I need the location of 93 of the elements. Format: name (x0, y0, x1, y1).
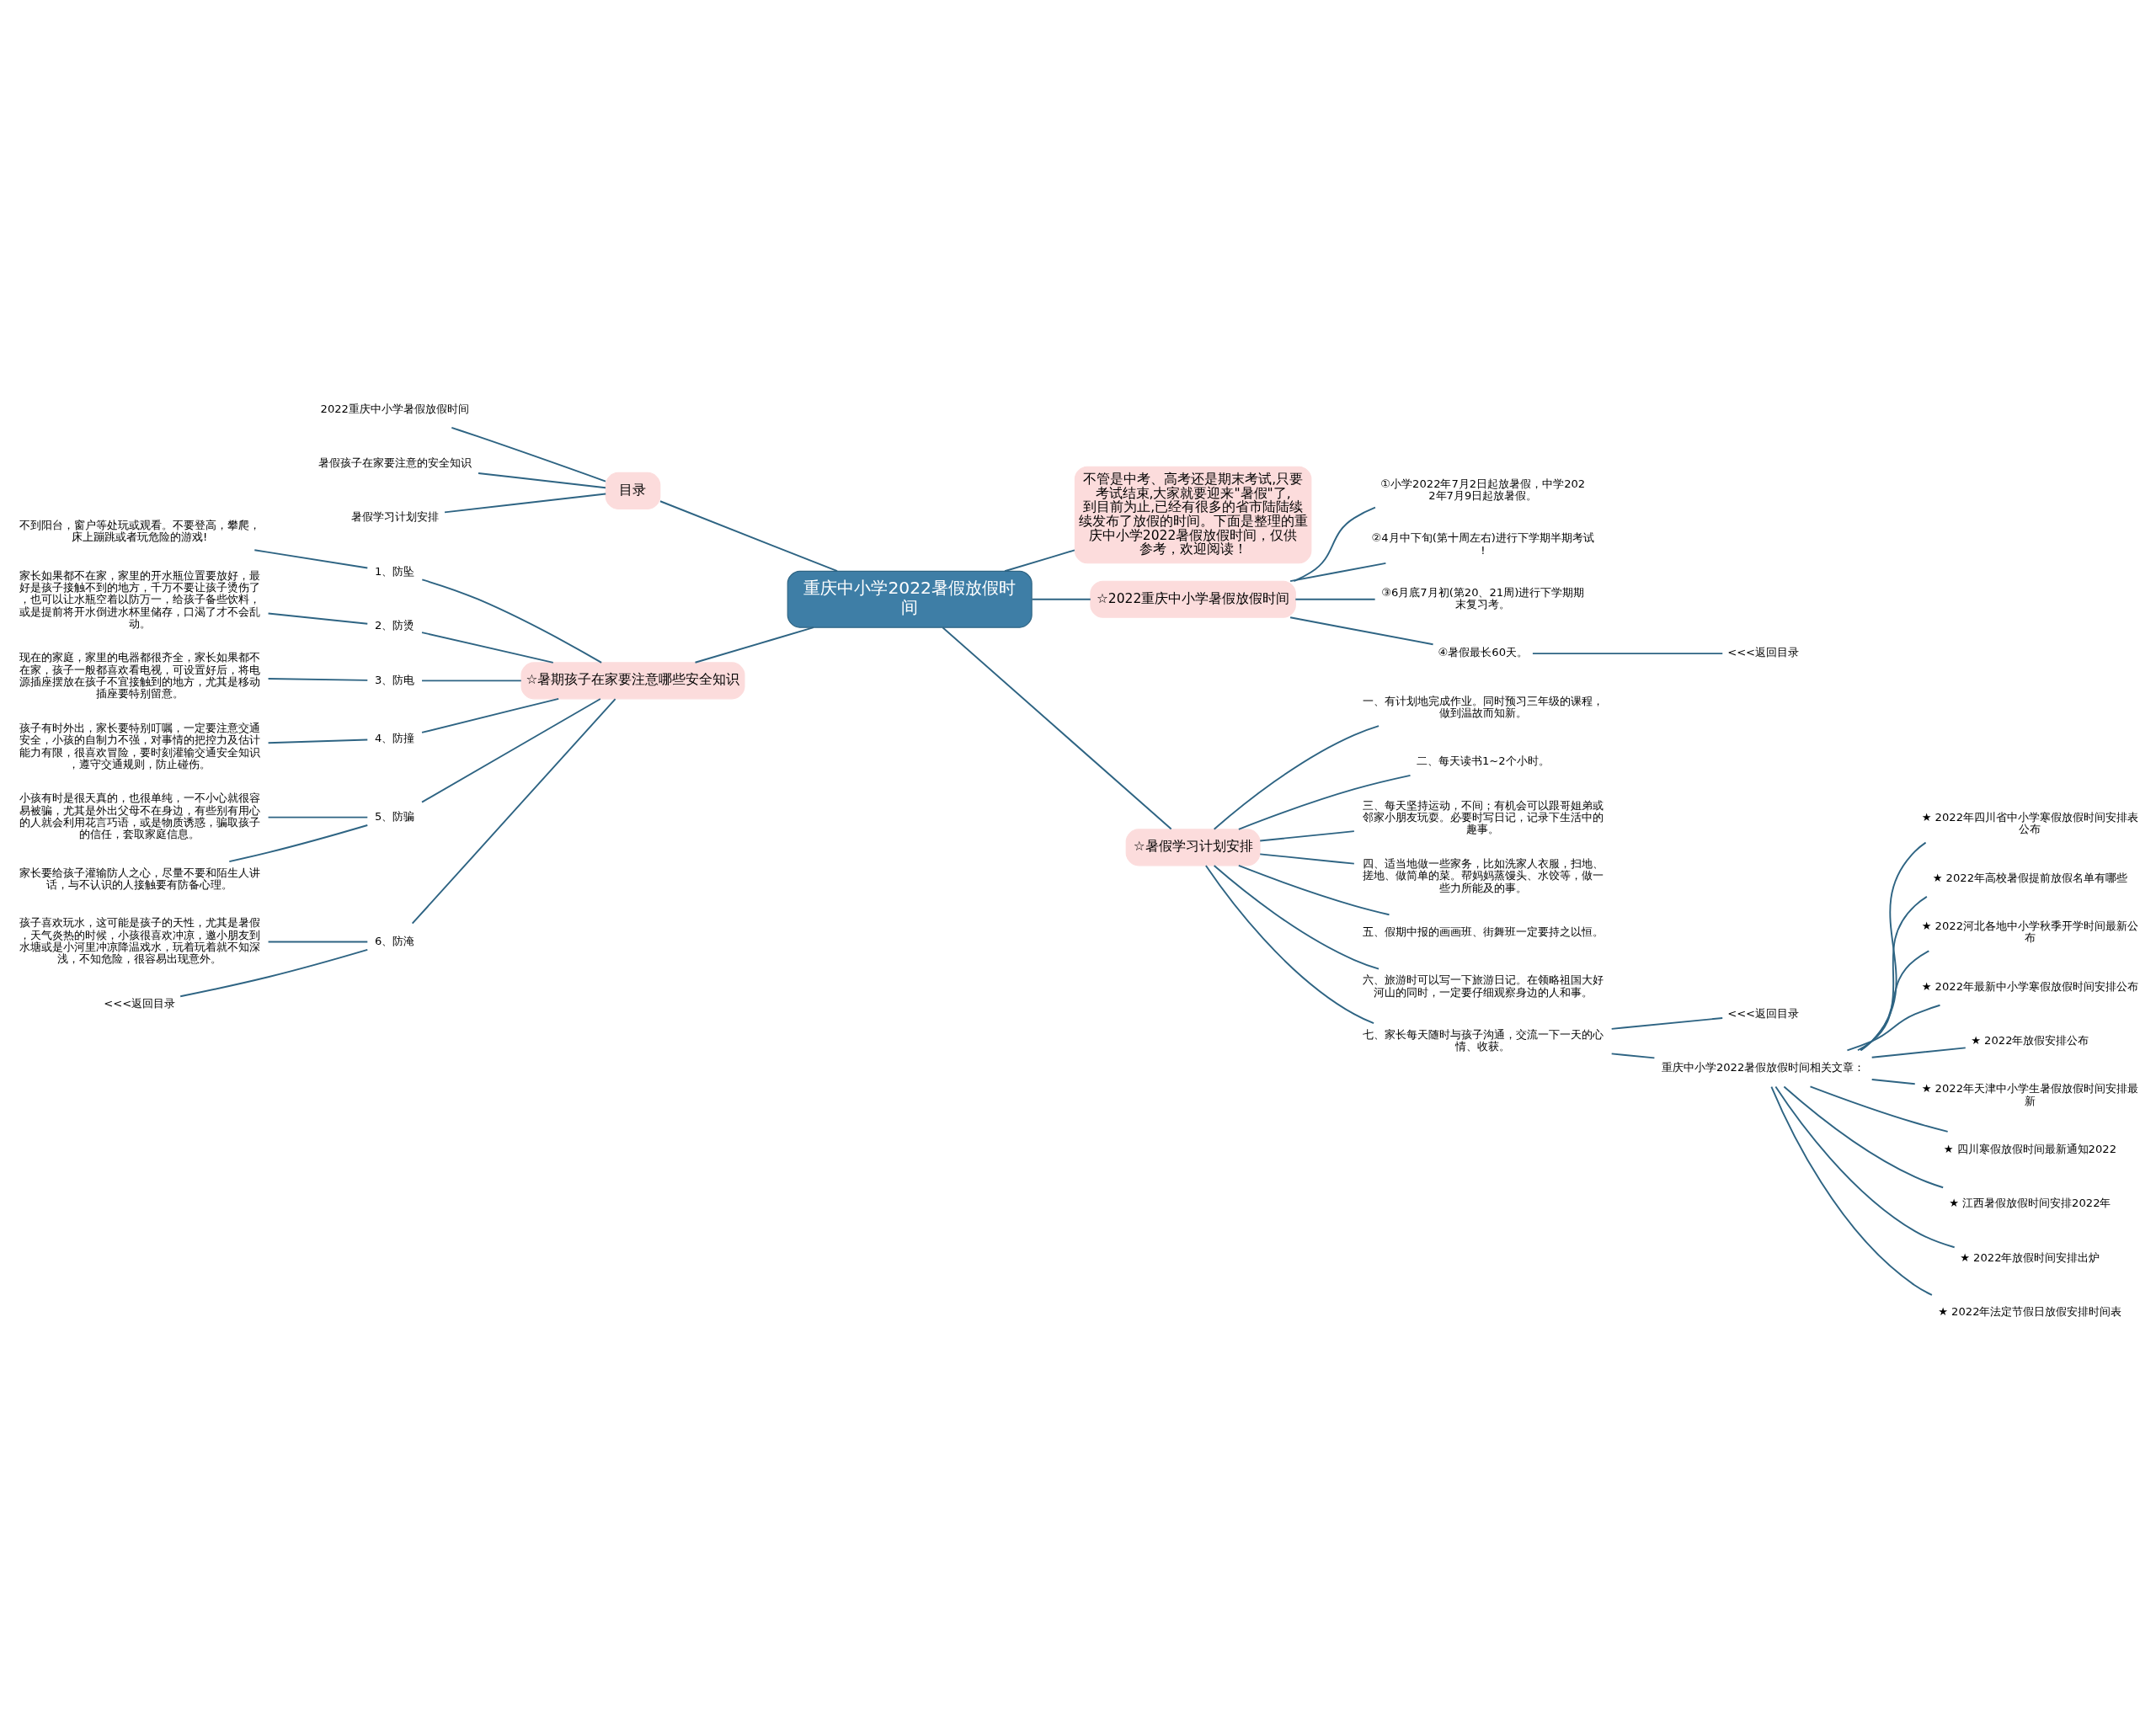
node-text: 暑假孩子在家要注意的安全知识 (318, 456, 472, 470)
node-text: 四、适当地做一些家务，比如洗家人衣服，扫地、搓地、做简单的菜。帮妈妈蒸馒头、水饺等，做一些力所能及的事。 (1362, 857, 1604, 894)
node-text: ★ 2022年放假时间安排出炉 (1960, 1250, 2100, 1264)
node-text: ④暑假最长60天。 (1438, 646, 1528, 659)
node-text: ③6月底7月初(第20、21周)进行下学期期末复习考。 (1381, 585, 1585, 611)
node-text: 不到阳台，窗户等处玩或观看。不要登高，攀爬，床上蹦跳或者玩危险的游戏! (19, 518, 260, 544)
connector (478, 472, 606, 489)
connector (1204, 865, 1375, 1025)
node-text: 三、每天坚持运动，不间；有机会可以跟哥姐弟或邻家小朋友玩耍。必要时写日记，记录下生活中的趣事。 (1362, 798, 1604, 836)
node-text: ★ 四川寒假放假时间最新通知2022 (1943, 1142, 2117, 1155)
connector (1870, 1079, 1916, 1085)
node-text: 3、防电 (375, 673, 415, 686)
connector (421, 632, 554, 664)
connector (267, 738, 369, 744)
node-text: ②4月中下旬(第十周左右)进行下学期半期考试! (1371, 531, 1594, 557)
connector (1289, 562, 1387, 583)
connector (1531, 653, 1724, 655)
connector (1809, 1085, 1949, 1133)
node-text: 小孩有时是很天真的，也很单纯，一不小心就很容易被骗，尤其是外出父母不在身边，有些别有用心的人就会利用花言巧语，或是物质诱惑，骗取孩子的信任，套取家庭信息。 (19, 792, 260, 841)
node-text: 1、防坠 (375, 564, 415, 578)
connector (1770, 1085, 1933, 1296)
connector (1860, 841, 1927, 1052)
node-text: 孩子有时外出，家长要特别叮嘱，一定要注意交通安全，小孩的自制力不强，对事情的把控力及估计能力有限，很喜欢冒险，要时刻灌输交通安全知识，遵守交通规则，防止碰伤。 (19, 721, 260, 770)
node-box: 重庆中小学2022暑假放假时间 (787, 570, 1033, 628)
connector (1857, 950, 1930, 1052)
node-text: 六、旅游时可以写一下旅游日记。在领略祖国大好河山的同时，一定要仔细观察身边的人和事。 (1362, 973, 1604, 999)
node-box: ☆暑假学习计划安排 (1125, 829, 1261, 866)
connector (1846, 1004, 1941, 1052)
node-text: 二、每天读书1~2个小时。 (1416, 754, 1550, 768)
node-box: ☆2022重庆中小学暑假放假时间 (1090, 580, 1296, 618)
connector (421, 578, 603, 664)
node-text: 2022重庆中小学暑假放假时间 (320, 402, 469, 415)
node-text: ★ 2022年放假安排公布 (1971, 1033, 2089, 1047)
node-text: 家长如果都不在家，家里的开水瓶位置要放好，最好是孩子接触不到的地方，千万不要让孩子烫伤了，也可以让水瓶空着以防万一，给孩子备些饮料，或是提前将开水倒进水杯里储存，口渴了才不会乱动。 (19, 568, 260, 630)
node-box: 目录 (605, 472, 661, 509)
connector (253, 549, 369, 569)
connector (228, 824, 369, 863)
node-text: ★ 2022年天津中小学生暑假放假时间安排最新 (1921, 1082, 2139, 1107)
node-text: 2、防烫 (375, 619, 415, 632)
connector (421, 697, 560, 733)
connector (267, 678, 369, 681)
node-text: 五、假期中报的画画班、街舞班一定要持之以恒。 (1362, 925, 1604, 939)
connector (267, 941, 369, 943)
connector (1031, 598, 1091, 600)
node-text: ①小学2022年7月2日起放暑假，中学2022年7月9日起放暑假。 (1380, 477, 1586, 503)
node-text: 七、家长每天随时与孩子沟通，交流一下一天的心情、收获。 (1362, 1027, 1604, 1053)
node-text: 一、有计划地完成作业。同时预习三年级的课程，做到温故而知新。 (1362, 694, 1604, 720)
connector (267, 816, 369, 818)
connector (444, 493, 607, 514)
node-text: <<<返回目录 (104, 996, 176, 1010)
connector (1774, 1085, 1956, 1249)
connector (694, 626, 814, 664)
node-text: 6、防淹 (375, 934, 415, 947)
connector (411, 698, 616, 925)
node-text: 暑假学习计划安排 (350, 510, 439, 524)
connector (1259, 853, 1355, 865)
connector (659, 500, 839, 573)
node-box: ☆暑期孩子在家要注意哪些安全知识 (520, 662, 745, 700)
connector (1294, 598, 1376, 600)
node-text: 4、防撞 (375, 731, 415, 744)
connector (1259, 830, 1355, 842)
connector (1859, 895, 1928, 1052)
node-text: 孩子喜欢玩水，这可能是孩子的天性，尤其是暑假，天气炎热的时候，小孩很喜欢冲凉，邀小朋友到水塘或是小河里冲凉降温戏水，玩着玩着就不知深浅，不知危险，很容易出现意外。 (19, 916, 260, 966)
connector (1237, 774, 1412, 830)
node-text: ★ 2022年法定节假日放假安排时间表 (1938, 1305, 2122, 1319)
node-text: ★ 2022年最新中小学寒假放假时间安排公布 (1921, 979, 2139, 993)
connector (1293, 506, 1376, 583)
connector (1610, 1053, 1656, 1059)
node-text: ★ 2022年四川省中小学寒假放假时间安排表公布 (1921, 811, 2139, 836)
node-text: 重庆中小学2022暑假放假时间相关文章： (1661, 1061, 1865, 1074)
node-text: ★ 江西暑假放假时间安排2022年 (1949, 1197, 2111, 1210)
connector (1004, 549, 1075, 573)
connector (1870, 1047, 1967, 1058)
node-box: 不管是中考、高考还是期末考试,只要考试结束,大家就要迎来"暑假"了,到目前为止,已经有很多的省市陆陆续续发布了放假的时间。下面是整理的重庆中小学2022暑假放假时间，仅供参考，欢迎阅读！ (1074, 466, 1312, 564)
connector (1213, 865, 1380, 970)
connector (267, 612, 369, 625)
connector (1783, 1085, 1945, 1189)
connector (451, 426, 606, 482)
node-text: <<<返回目录 (1727, 1006, 1800, 1020)
node-text: 5、防骗 (375, 809, 415, 823)
node-text: ★ 2022河北各地中小学秋季开学时间最新公布 (1921, 919, 2139, 945)
connector (1237, 865, 1390, 916)
node-text: 现在的家庭，家里的电器都很齐全，家长如果都不在家，孩子一般都喜欢看电视，可设置好后，将电源插座摆放在孩子不宜接触到的地方，尤其是移动插座要特别留意。 (19, 651, 260, 701)
connector (421, 680, 522, 682)
node-text: <<<返回目录 (1727, 646, 1800, 659)
node-text: ★ 2022年高校暑假提前放假名单有哪些 (1932, 871, 2128, 884)
connector (1213, 725, 1380, 830)
connector (942, 626, 1172, 830)
node-text: 家长要给孩子灌输防人之心，尽量不要和陌生人讲话，与不认识的人接触要有防备心理。 (19, 866, 260, 892)
connector (421, 698, 601, 803)
connector (1610, 1017, 1724, 1030)
connector (179, 948, 369, 998)
connector (1289, 616, 1434, 646)
